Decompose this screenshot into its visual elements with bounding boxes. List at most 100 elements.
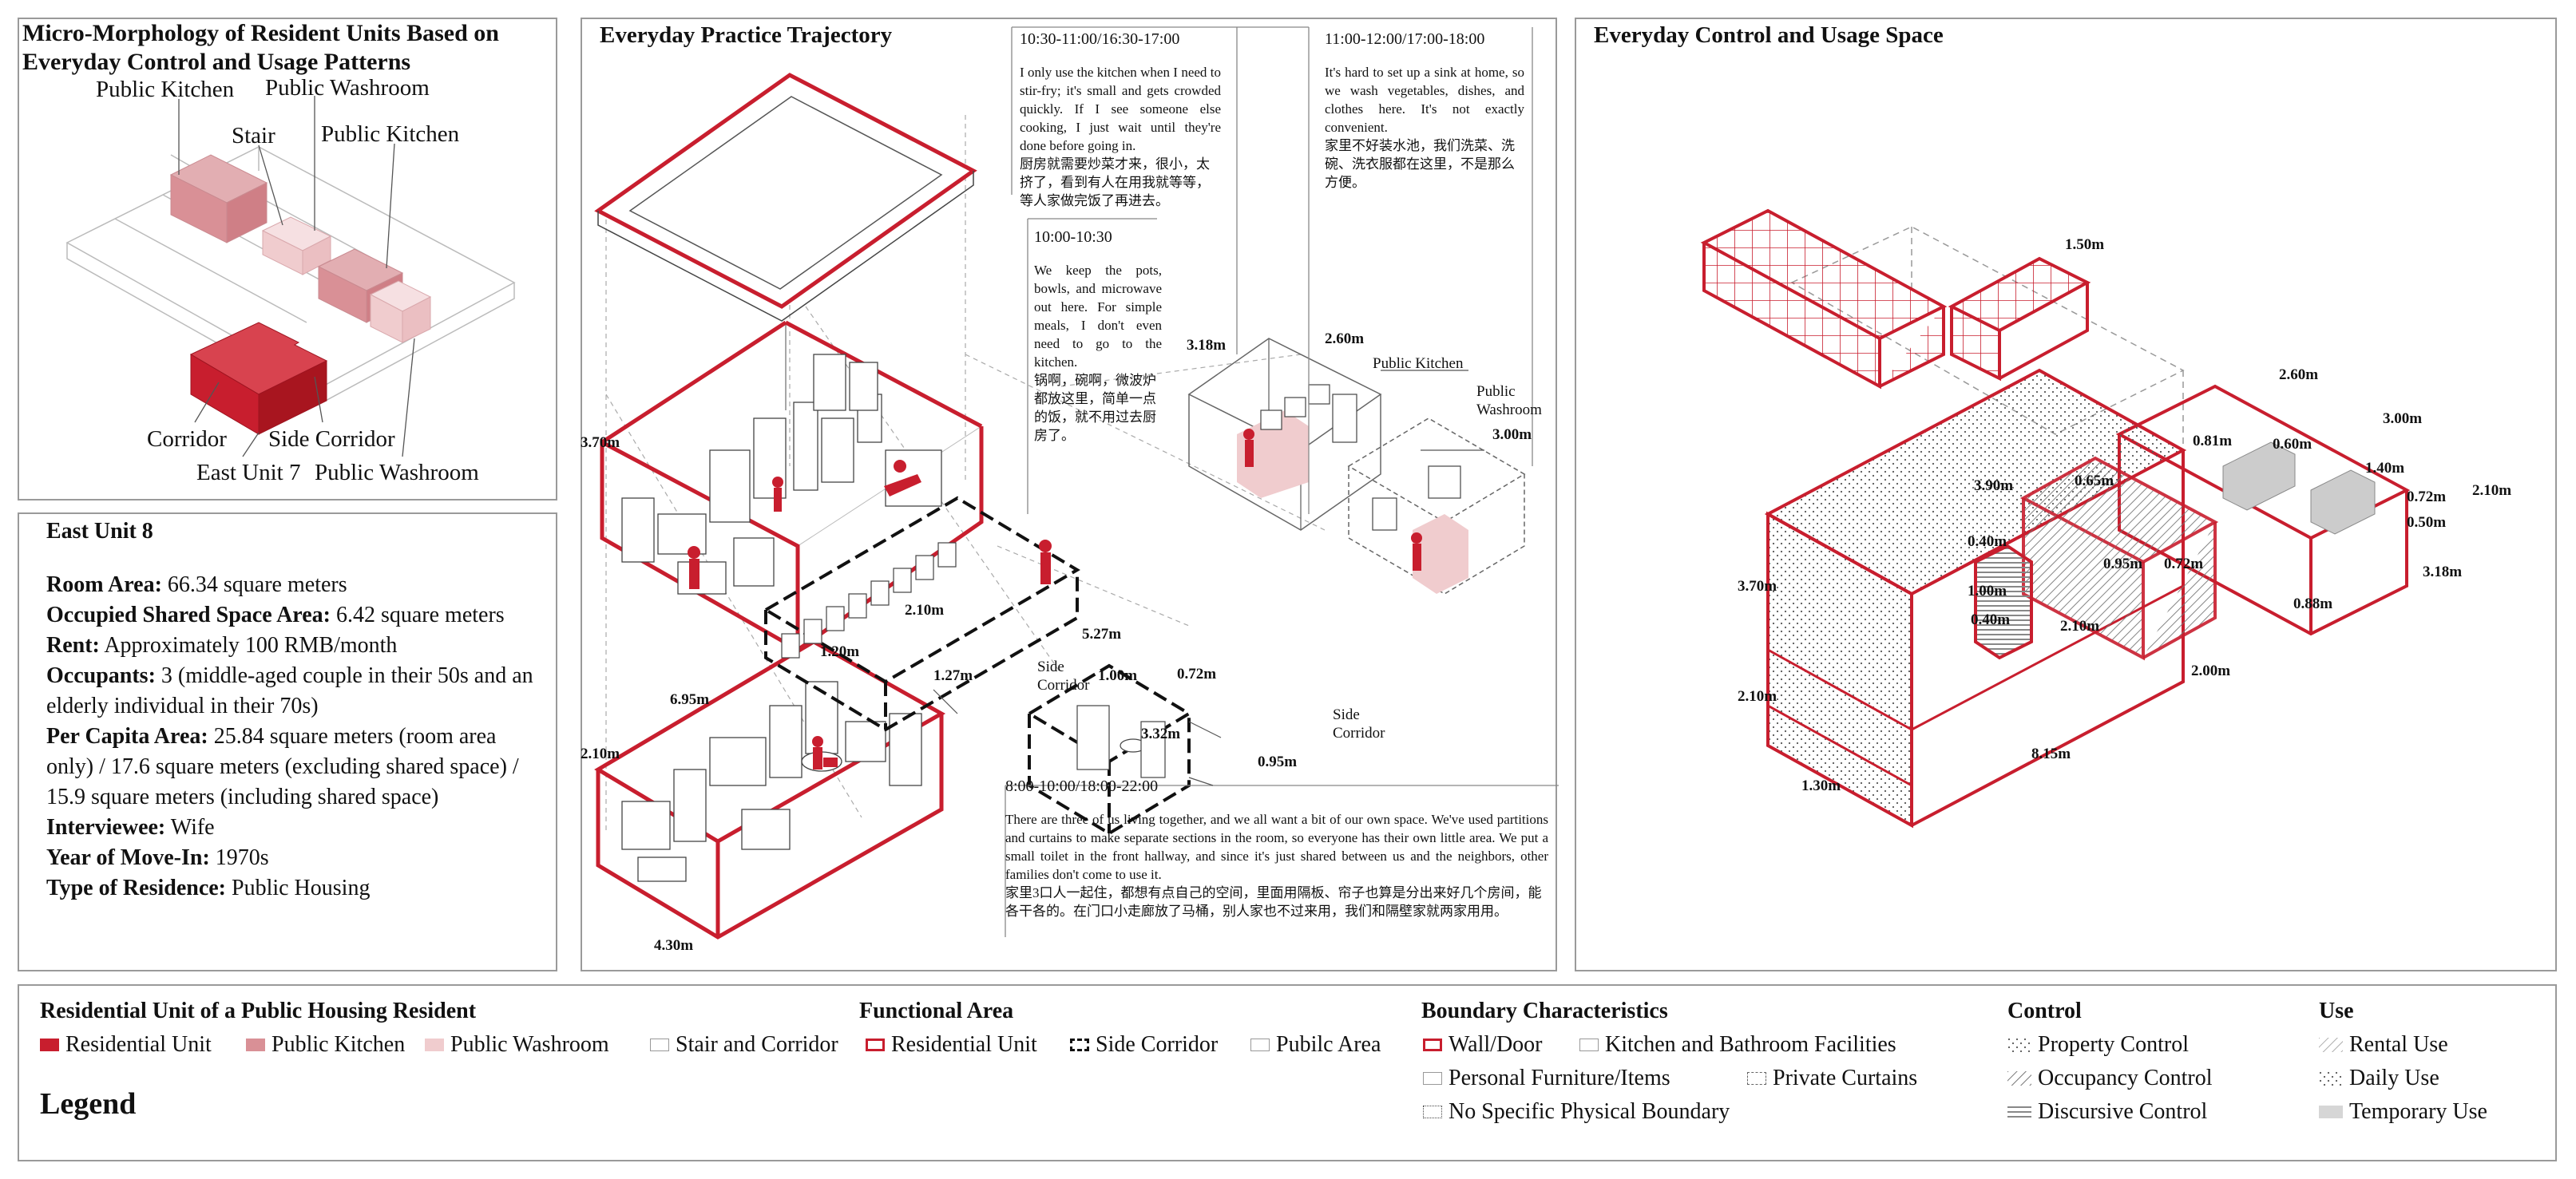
legend-item-func-side-corridor: Side Corridor <box>1070 1032 1218 1058</box>
legend-item-residential-unit: Residential Unit <box>40 1032 212 1058</box>
swatch-grid <box>2007 1071 2031 1086</box>
legend-group-use-title: Use <box>2319 999 2354 1023</box>
swatch-gray-outline <box>1579 1039 1599 1051</box>
legend-item-facilities: Kitchen and Bathroom Facilities <box>1579 1032 1896 1058</box>
dim-1-27: 1.27m <box>933 667 973 684</box>
dim-1-30: 1.30m <box>1801 777 1841 794</box>
label-public-kitchen-1: Public Kitchen <box>96 77 235 102</box>
morphology-axonometric <box>65 96 516 457</box>
swatch-solid-gray <box>2319 1106 2343 1118</box>
legend-item-curtains: Private Curtains <box>1747 1066 1917 1091</box>
dim-6-95: 6.95m <box>670 691 710 708</box>
dim-0-95: 0.95m <box>1258 754 1298 770</box>
swatch-crosshatch <box>2319 1038 2343 1052</box>
dim-1-20: 1.20m <box>820 643 860 660</box>
note-living: 8:00-10:00/18:00-22:00 There are three o… <box>1005 777 1548 919</box>
label-corridor: Corridor <box>147 426 227 452</box>
legend-group-unit-title: Residential Unit of a Public Housing Res… <box>40 999 477 1023</box>
label-public-washroom: Public Washroom <box>1476 383 1542 418</box>
unit-row-residence-type: Type of Residence: Public Housing <box>46 876 371 900</box>
dim-2-10b: 2.10m <box>905 602 945 619</box>
swatch-pink-fill <box>425 1039 444 1051</box>
dim-0-95r: 0.95m <box>2103 556 2143 572</box>
legend-item-property-control: Property Control <box>2007 1032 2189 1058</box>
unit-row-room-area: Room Area: 66.34 square meters <box>46 572 347 597</box>
trajectory-drawing <box>594 26 1559 940</box>
morphology-title: Micro-Morphology of Resident Units Based… <box>22 20 499 75</box>
swatch-lines <box>2007 1105 2031 1119</box>
swatch-red-fill <box>40 1039 59 1051</box>
legend-group-functional-title: Functional Area <box>859 999 1014 1023</box>
swatch-red-outline <box>866 1039 885 1051</box>
unit-info-panel: East Unit 8 Room Area: 66.34 square mete… <box>18 512 557 971</box>
right-boxes <box>2115 384 2411 636</box>
dim-0-40: 0.40m <box>1968 533 2007 550</box>
morphology-panel: Micro-Morphology of Resident Units Based… <box>18 18 557 500</box>
trajectory-panel: Everyday Practice Trajectory <box>581 18 1559 971</box>
unit-row-interviewee: Interviewee: Wife <box>46 815 215 840</box>
lower-room <box>594 639 946 940</box>
public-kitchen-block-1 <box>169 154 268 243</box>
side-corridor-strip <box>763 496 1080 732</box>
dim-3-32: 3.32m <box>1141 726 1181 742</box>
dim-1-50: 1.50m <box>2065 236 2105 253</box>
swatch-dashed-bracket <box>1747 1072 1766 1085</box>
swatch-red-outline <box>1423 1039 1442 1051</box>
dim-2-00: 2.00m <box>2191 663 2231 679</box>
legend-item-wall-door: Wall/Door <box>1423 1032 1543 1058</box>
dim-4-30: 4.30m <box>654 937 694 954</box>
stair-block <box>261 216 332 275</box>
swatch-white-outline <box>650 1039 669 1051</box>
dim-3-18r: 3.18m <box>2423 564 2463 580</box>
label-public-kitchen-2: Public Kitchen <box>321 121 460 147</box>
dim-5-27: 5.27m <box>1082 626 1122 643</box>
swatch-lightred-fill <box>246 1039 265 1051</box>
label-stair: Stair <box>232 123 275 148</box>
public-washroom-box <box>1347 417 1526 595</box>
dim-3-70: 3.70m <box>581 434 620 451</box>
swatch-dotted-outline <box>1423 1106 1442 1118</box>
upper-grid-bar <box>1700 208 2091 390</box>
control-title: Everyday Control and Usage Space <box>1594 22 1944 48</box>
legend-item-func-public-area: Pubilc Area <box>1250 1032 1381 1058</box>
control-diagram <box>1700 208 2411 829</box>
public-kitchen-box <box>1187 338 1382 531</box>
unit-info-list: Room Area: 66.34 square meters Occupied … <box>46 570 535 904</box>
label-public-kitchen: Public Kitchen <box>1373 355 1464 372</box>
dim-2-10m: 2.10m <box>2060 618 2100 635</box>
swatch-dashed-bracket <box>1070 1039 1089 1051</box>
unit-row-per-capita: Per Capita Area: 25.84 square meters (ro… <box>46 724 519 809</box>
legend-item-no-boundary: No Specific Physical Boundary <box>1423 1099 1730 1125</box>
trajectory-title: Everyday Practice Trajectory <box>600 22 893 48</box>
legend-item-rental-use: Rental Use <box>2319 1032 2448 1058</box>
dim-2-10l: 2.10m <box>1738 688 1777 705</box>
legend-title: Legend <box>40 1087 137 1121</box>
dim-0-72r: 0.72m <box>2407 489 2447 505</box>
control-panel: Everyday Control and Usage Space <box>1575 18 2557 971</box>
legend-item-temporary-use: Temporary Use <box>2319 1099 2487 1125</box>
dim-0-50: 0.50m <box>2407 514 2447 531</box>
dim-3-00r: 3.00m <box>2383 410 2423 427</box>
note-kitchen: 10:30-11:00/16:30-17:00 I only use the k… <box>1020 30 1221 208</box>
dim-8-15: 8.15m <box>2031 746 2071 762</box>
swatch-dots <box>2319 1071 2343 1086</box>
legend-item-discursive-control: Discursive Control <box>2007 1099 2207 1125</box>
label-side-corridor-b: Side Corridor <box>1333 706 1385 742</box>
legend-group-control-title: Control <box>2007 999 2082 1023</box>
note-corridor: 10:00-10:30 We keep the pots, bowls, and… <box>1034 228 1162 443</box>
dim-0-81: 0.81m <box>2193 433 2233 449</box>
legend-item-stair-corridor: Stair and Corridor <box>650 1032 838 1058</box>
label-public-washroom-2: Public Washroom <box>315 460 479 485</box>
swatch-dots <box>2007 1038 2031 1052</box>
dim-0-60: 0.60m <box>2273 436 2312 453</box>
dim-0-88: 0.88m <box>2293 595 2333 612</box>
dim-2-10: 2.10m <box>581 746 620 762</box>
east-unit-7-block <box>189 322 328 435</box>
unit-title: East Unit 8 <box>46 519 153 544</box>
label-public-washroom-1: Public Washroom <box>265 75 430 101</box>
legend-panel: Legend Residential Unit of a Public Hous… <box>18 984 2557 1161</box>
unit-row-shared-area: Occupied Shared Space Area: 6.42 square … <box>46 603 505 627</box>
legend-item-furniture: Personal Furniture/Items <box>1423 1066 1670 1091</box>
public-washroom-block <box>369 280 432 343</box>
note-washroom: 11:00-12:00/17:00-18:00 It's hard to set… <box>1325 30 1524 190</box>
